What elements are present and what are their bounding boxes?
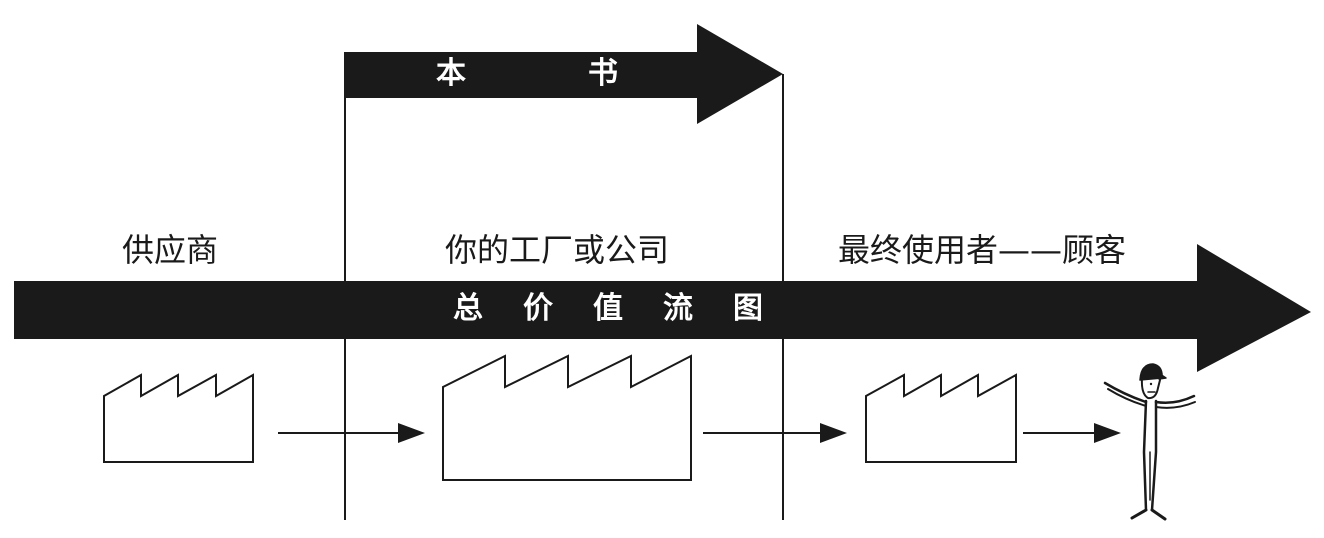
value-stream-char: 总: [453, 291, 483, 326]
book-scope-label: 本 书: [436, 59, 618, 89]
factory-label: 你的工厂或公司: [445, 231, 670, 269]
book-scope-arrow: [345, 24, 783, 124]
book-scope-char: 书: [588, 56, 618, 91]
value-stream-char: 价: [523, 291, 553, 326]
value-stream-char: 值: [593, 291, 623, 326]
flow-arrow-supplier-to-factory: [278, 423, 425, 443]
total-value-stream-arrow: [14, 244, 1311, 372]
total-value-stream-label: 总 价 值 流 图: [453, 294, 763, 324]
flow-arrow-factory-to-customer: [703, 423, 847, 443]
customer-factory-icon: [865, 373, 1017, 463]
end-customer-person-icon: [1103, 363, 1196, 521]
value-stream-char: 流: [663, 291, 693, 326]
customer-label: 最终使用者——顾客: [838, 231, 1127, 269]
value-stream-char: 图: [733, 291, 763, 326]
book-scope-char: 本: [436, 56, 466, 91]
supplier-factory-icon: [103, 373, 254, 463]
supplier-label: 供应商: [122, 231, 219, 269]
own-factory-icon: [442, 354, 692, 481]
flow-arrow-customer-to-person: [1023, 423, 1121, 443]
